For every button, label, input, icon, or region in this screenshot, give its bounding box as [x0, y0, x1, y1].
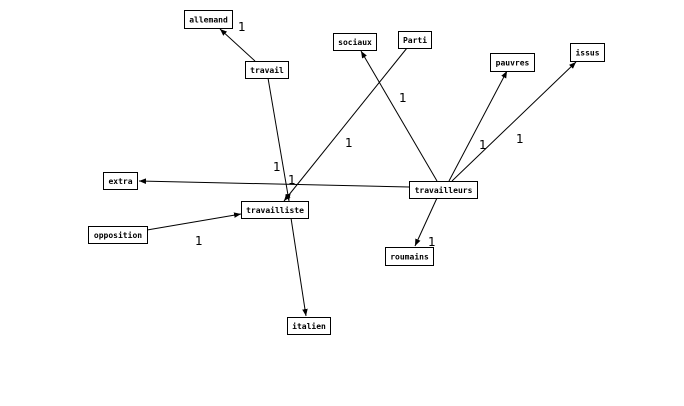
- node-box-issus: [570, 43, 605, 62]
- edge-travailleurs-to-extra: [138, 178, 410, 188]
- node-label-issus: issus: [575, 48, 599, 58]
- edge-travailleurs-to-pauvres: [448, 70, 508, 182]
- node-label-opposition: opposition: [94, 230, 142, 240]
- edge-travailliste-to-italien: [290, 217, 308, 317]
- edge-label-opposition-to-travailliste: 1: [195, 234, 203, 248]
- node-travailleurs: travailleurs: [409, 181, 478, 199]
- node-label-travail: travail: [250, 65, 284, 75]
- node-sociaux: sociaux: [333, 33, 377, 51]
- edge-opposition-to-travailliste: [146, 212, 242, 231]
- edge-travail-to-travailliste: [267, 77, 291, 202]
- edge-label-travail-to-travailliste: 1: [273, 160, 281, 174]
- edge-parti-to-travailliste: [283, 47, 408, 202]
- node-label-travailliste: travailliste: [246, 205, 304, 215]
- node-opposition: opposition: [88, 226, 148, 244]
- node-label-sociaux: sociaux: [338, 37, 372, 47]
- edge-label-travailleurs-to-pauvres: 1: [479, 138, 487, 152]
- node-box-pauvres: [490, 53, 535, 72]
- node-label-italien: italien: [292, 321, 326, 331]
- edge-travailleurs-to-sociaux: [360, 50, 438, 182]
- node-label-parti: Parti: [403, 35, 427, 45]
- node-label-pauvres: pauvres: [496, 59, 530, 68]
- edge-label-parti-to-travailliste: 1: [345, 136, 353, 150]
- edge-travailleurs-to-roumains: [414, 197, 438, 247]
- edge-label-travailleurs-to-issus: 1: [516, 132, 524, 146]
- node-box-travail: [245, 61, 289, 79]
- node-italien: italien: [287, 317, 331, 335]
- node-box-sociaux: [333, 33, 377, 51]
- edge-label-travail-to-allemand: 1: [238, 20, 246, 34]
- node-box-italien: [287, 317, 331, 335]
- node-travail: travail: [245, 61, 289, 79]
- node-box-extra: [103, 172, 138, 190]
- node-extra: extra: [103, 172, 138, 190]
- edge-travail-to-allemand: [219, 28, 256, 62]
- node-label-travailleurs: travailleurs: [415, 185, 473, 195]
- node-parti: Parti: [398, 31, 432, 49]
- node-label-roumains: roumains: [390, 252, 429, 262]
- node-box-allemand: [184, 10, 233, 29]
- node-box-travailleurs: [409, 181, 478, 199]
- node-box-travailliste: [241, 201, 309, 219]
- edge-travailleurs-to-issus: [451, 61, 577, 182]
- node-label-allemand: allemand: [189, 16, 228, 25]
- edge-label-travailleurs-to-roumains: 1: [428, 235, 436, 249]
- node-travailliste: travailliste: [241, 201, 309, 219]
- node-pauvres: pauvres: [490, 53, 535, 72]
- node-label-extra: extra: [108, 177, 132, 186]
- node-issus: issus: [570, 43, 605, 62]
- edge-label-travailleurs-to-sociaux: 1: [399, 91, 407, 105]
- node-box-parti: [398, 31, 432, 49]
- nodes-layer: allemand travail sociaux Parti pauvres issus e…: [88, 10, 605, 335]
- node-roumains: roumains: [385, 247, 434, 266]
- node-box-opposition: [88, 226, 148, 244]
- node-allemand: allemand: [184, 10, 233, 29]
- edge-label-travailleurs-to-extra: 1: [288, 173, 296, 187]
- node-box-roumains: [385, 247, 434, 266]
